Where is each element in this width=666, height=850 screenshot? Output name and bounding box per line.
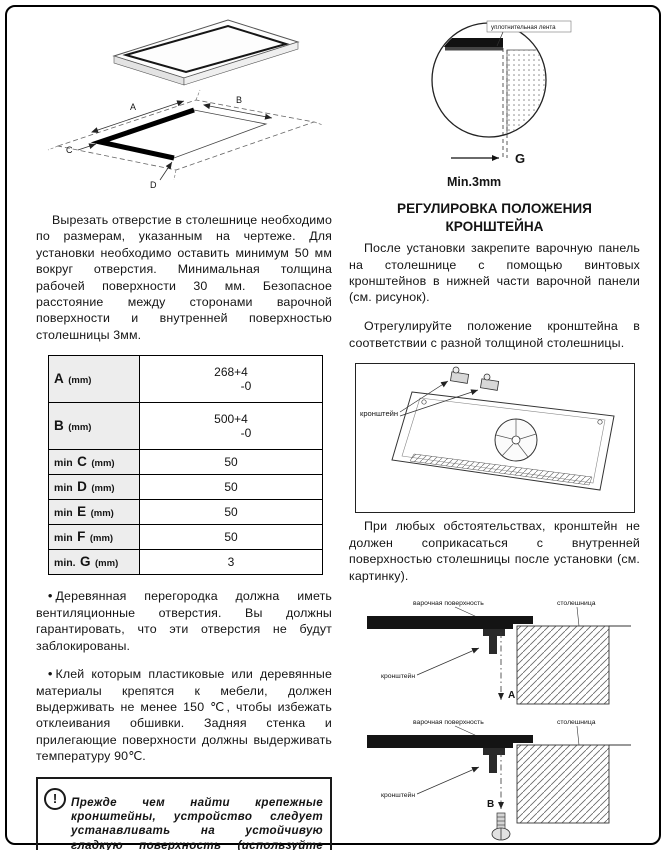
bullet-list: •Деревянная перегородка должна иметь вен… bbox=[36, 588, 332, 764]
warning-text: Прежде чем найти крепежные кронштейны, у… bbox=[71, 795, 323, 850]
hob-underside-figure-box: кронштейн bbox=[354, 363, 635, 514]
left-column: A B C D Вырезать отверстие в столешнице … bbox=[36, 10, 332, 850]
table-row: B (mm) 500+4 -0 bbox=[48, 402, 323, 451]
warning-exclamation-icon: ! bbox=[44, 787, 66, 810]
gap-detail-figure: уплотнительная лента G Min.3mm bbox=[431, 20, 572, 189]
spec-value-cell: 500+4 -0 bbox=[139, 402, 323, 451]
table-row: min. G (mm) 3 bbox=[48, 549, 323, 576]
bullet-text: Клей которым пластиковые или деревянные … bbox=[36, 667, 332, 764]
spec-value-cell: 50 bbox=[139, 474, 323, 501]
section-heading: РЕГУЛИРОВКА ПОЛОЖЕНИЯ КРОНШТЕЙНА bbox=[397, 201, 592, 234]
cutout-dimension-figure: A B C D bbox=[47, 19, 324, 190]
countertop-label: столешница bbox=[557, 719, 596, 726]
bullet-item: •Клей которым пластиковые или деревянные… bbox=[36, 666, 332, 764]
bullet-marker: • bbox=[48, 589, 53, 604]
spec-table-body: A (mm) 268+4 -0 B (mm) 500+4 bbox=[48, 355, 323, 576]
spec-value-cell: 50 bbox=[139, 499, 323, 526]
spec-value-cell: 50 bbox=[139, 524, 323, 551]
spec-label-cell: A (mm) bbox=[48, 355, 140, 404]
bullet-text: Деревянная перегородка должна иметь вент… bbox=[36, 589, 332, 653]
table-row: min E (mm) 50 bbox=[48, 499, 323, 526]
min-gap-label: Min.3mm bbox=[447, 175, 501, 189]
surface-label: варочная поверхность bbox=[413, 719, 484, 726]
spec-label-cell: min E (mm) bbox=[48, 499, 140, 526]
paragraph-install: После установки закрепите варочную панел… bbox=[349, 241, 640, 305]
bullet-marker: • bbox=[48, 667, 53, 682]
bracket-label: кронштейн bbox=[381, 672, 415, 680]
hob-underside-figure: кронштейн bbox=[360, 366, 615, 491]
table-row: min F (mm) 50 bbox=[48, 524, 323, 551]
cross-section-figure-a: варочная поверхность столешница кронштей… bbox=[366, 600, 631, 705]
spec-label-cell: min C (mm) bbox=[48, 449, 140, 476]
table-row: min C (mm) 50 bbox=[48, 449, 323, 476]
dim-a-label: A bbox=[130, 102, 136, 112]
cross-section-figure-b: варочная поверхность столешница кронштей… bbox=[366, 719, 631, 841]
warning-box: ! Прежде чем найти крепежные кронштейны,… bbox=[36, 776, 332, 850]
bullet-item: •Деревянная перегородка должна иметь вен… bbox=[36, 588, 332, 654]
bracket-label: кронштейн bbox=[360, 409, 398, 418]
bracket-label: кронштейн bbox=[381, 791, 415, 799]
surface-label: варочная поверхность bbox=[413, 600, 484, 607]
dim-c-label: C bbox=[66, 145, 73, 155]
table-row: min D (mm) 50 bbox=[48, 474, 323, 501]
dim-b-label: B bbox=[236, 95, 242, 105]
gap-letter: G bbox=[515, 151, 525, 166]
dim-d-label: D bbox=[150, 180, 157, 190]
intro-paragraph: Вырезать отверстие в столешнице необходи… bbox=[36, 213, 332, 342]
countertop-label: столешница bbox=[557, 600, 596, 607]
spec-value-cell: 268+4 -0 bbox=[139, 355, 323, 404]
right-column: уплотнительная лента G Min.3mm РЕГУЛИРОВ… bbox=[349, 8, 640, 847]
paragraph-adjust: Отрегулируйте положение кронштейна в соо… bbox=[349, 319, 640, 350]
paragraph-clearance: При любых обстоятельствах, кронштейн не … bbox=[349, 519, 640, 583]
spec-label-cell: min D (mm) bbox=[48, 474, 140, 501]
spec-label-cell: min. G (mm) bbox=[48, 549, 140, 576]
dimension-letter: B bbox=[487, 799, 494, 810]
dimension-letter: A bbox=[508, 690, 515, 701]
spec-label-cell: B (mm) bbox=[48, 402, 140, 451]
table-row: A (mm) 268+4 -0 bbox=[48, 355, 323, 404]
spec-label-cell: min F (mm) bbox=[48, 524, 140, 551]
spec-value-cell: 3 bbox=[139, 549, 323, 576]
tape-label: уплотнительная лента bbox=[491, 24, 556, 31]
spec-value-cell: 50 bbox=[139, 449, 323, 476]
spec-table: A (mm) 268+4 -0 B (mm) 500+4 bbox=[48, 355, 323, 576]
